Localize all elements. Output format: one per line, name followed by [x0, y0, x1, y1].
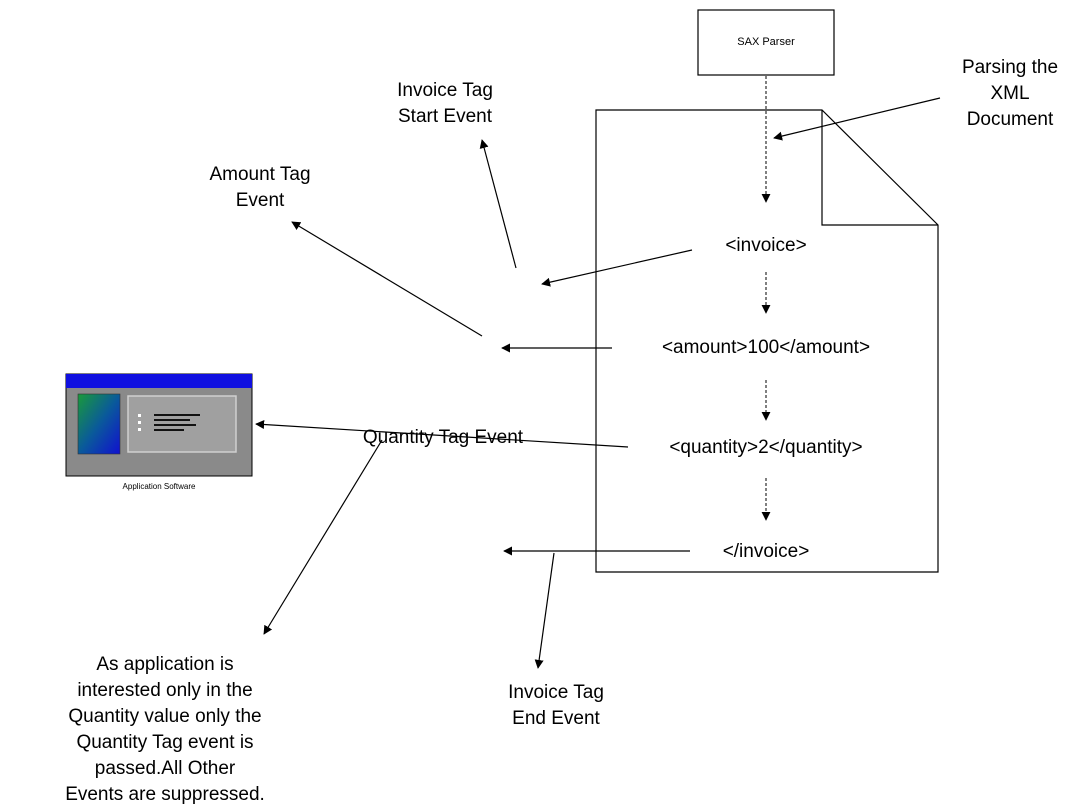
invoice-end-pointer: [534, 552, 555, 669]
document-fold: [821, 110, 938, 226]
application-caption: Application Software: [122, 482, 196, 491]
amount-tag: <amount>100</amount>: [661, 337, 871, 358]
sax-parser-box: [697, 9, 835, 76]
invoice-close-tag: </invoice>: [722, 541, 810, 562]
amount-event-label: Amount Tag Event: [209, 164, 311, 211]
invoice-start-pointer: [479, 139, 517, 269]
suppression-note: As application is interested only in the…: [65, 654, 265, 805]
sax-parser-label: SAX Parser: [737, 36, 795, 48]
invoice-start-event-label: Invoice Tag Start Event: [397, 80, 493, 127]
quantity-tag: <quantity>2</quantity>: [669, 437, 863, 458]
application-window-icon: [65, 373, 253, 477]
invoice-open-event-arrow: [541, 249, 693, 287]
quantity-event-label: Quantity Tag Event: [362, 427, 524, 448]
app-titlebar: [66, 374, 252, 388]
amount-pointer: [291, 221, 483, 337]
parsing-annotation-arrow: [773, 97, 941, 141]
invoice-end-event-label: Invoice Tag End Event: [508, 682, 604, 729]
parsing-annotation: Parsing the XML Document: [961, 57, 1059, 130]
note-pointer: [263, 439, 383, 635]
quantity-event-arrow: [255, 420, 629, 448]
invoice-open-tag: <invoice>: [725, 235, 807, 256]
